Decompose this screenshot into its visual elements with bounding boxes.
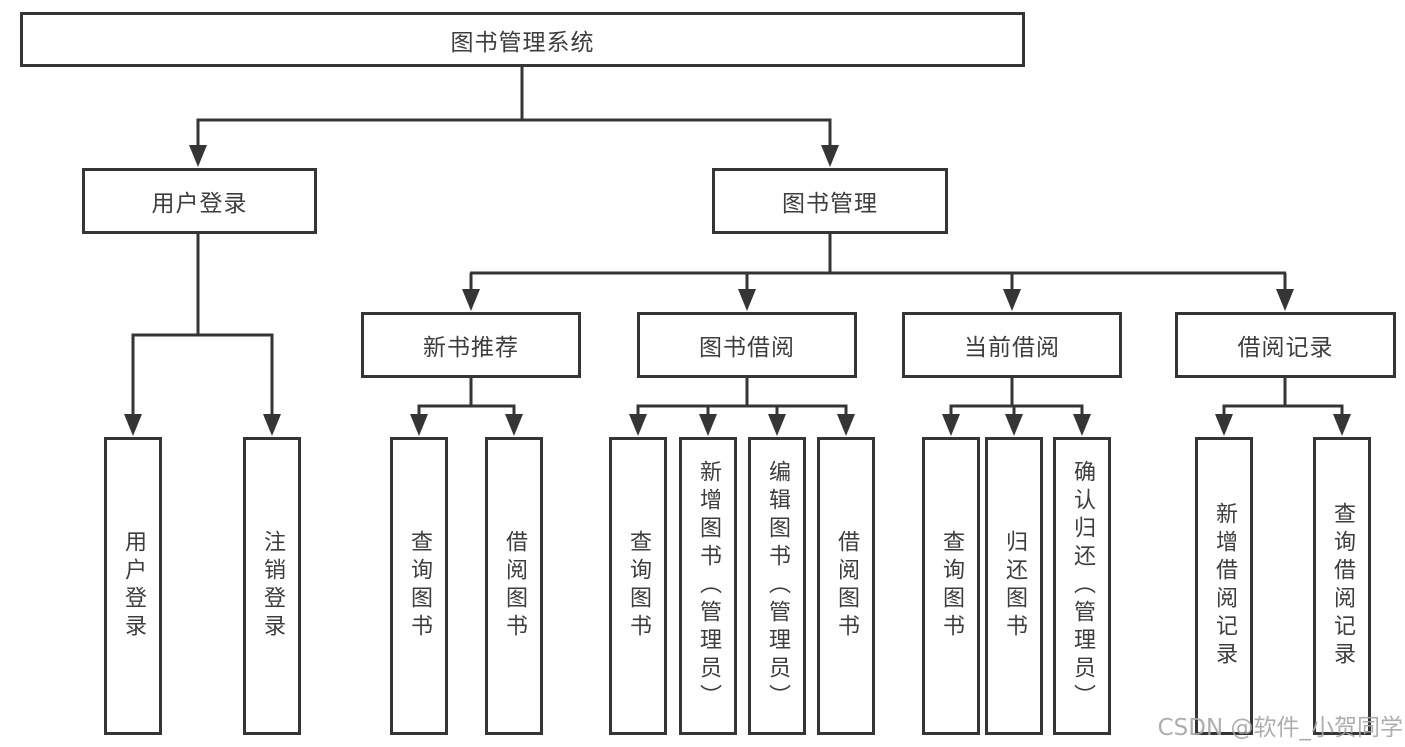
arrow-down-icon [505,414,523,436]
arrow-down-icon [263,414,281,436]
node-current-borrow: 当前借阅 [902,312,1122,378]
node-new-book-recommend: 新书推荐 [361,312,581,378]
arrow-down-icon [699,414,717,436]
node-recommend-borrow-books: 借阅图书 [485,437,543,735]
arrow-down-icon [124,414,142,436]
node-edit-book-admin: 编辑图书（管理员） [748,437,806,735]
node-user-login: 用户登录 [82,168,317,234]
arrow-down-icon [1003,289,1021,311]
node-borrow-borrow-books: 借阅图书 [817,437,875,735]
node-book-mgmt: 图书管理 [712,168,948,234]
arrow-down-icon [837,414,855,436]
connector-user-login-to-children [131,234,274,418]
arrow-down-icon [1005,414,1023,436]
arrow-down-icon [1333,414,1351,436]
arrow-down-icon [189,145,207,167]
node-user-login-leaf: 用户登录 [104,437,162,735]
node-return-books: 归还图书 [985,437,1043,735]
arrow-down-icon [738,289,756,311]
node-root: 图书管理系统 [20,12,1025,67]
arrow-down-icon [629,414,647,436]
node-recommend-query-books: 查询图书 [390,437,448,735]
node-logout: 注销登录 [243,437,301,735]
connector-book-mgmt-to-sections [469,234,1287,292]
arrow-down-icon [942,414,960,436]
arrow-down-icon [410,414,428,436]
node-confirm-return-admin: 确认归还（管理员） [1053,437,1111,735]
node-add-book-admin: 新增图书（管理员） [679,437,737,735]
node-borrow-query-books: 查询图书 [609,437,667,735]
arrow-down-icon [1276,289,1294,311]
arrow-down-icon [768,414,786,436]
arrow-down-icon [462,289,480,311]
arrow-down-icon [1073,414,1091,436]
node-query-borrow-record: 查询借阅记录 [1313,437,1371,735]
node-borrow-records: 借阅记录 [1175,312,1396,378]
arrow-down-icon [821,145,839,167]
connector-sections-to-leaves [417,378,1344,418]
arrowheads-group [124,145,1351,436]
connector-root-to-branches [196,67,832,148]
node-add-borrow-record: 新增借阅记录 [1195,437,1253,735]
node-book-borrow: 图书借阅 [637,312,857,378]
arrow-down-icon [1215,414,1233,436]
node-current-query-books: 查询图书 [922,437,980,735]
csdn-watermark: CSDN @软件_小贺同学 [1157,715,1403,741]
